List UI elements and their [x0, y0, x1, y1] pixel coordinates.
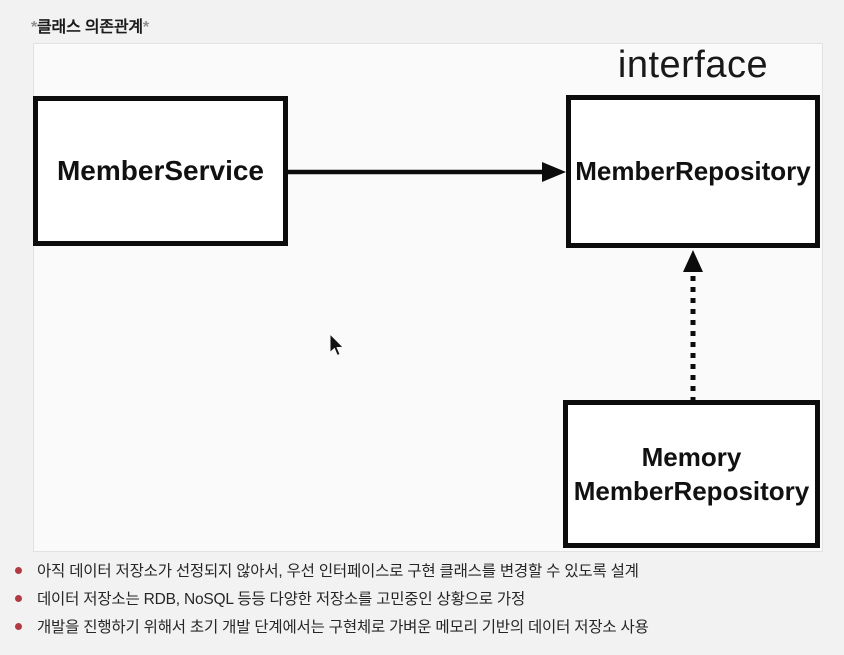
list-item: 아직 데이터 저장소가 선정되지 않아서, 우선 인터페이스로 구현 클래스를 …: [12, 556, 836, 584]
member-repository-box: MemberRepository: [566, 95, 820, 248]
notes-list: 아직 데이터 저장소가 선정되지 않아서, 우선 인터페이스로 구현 클래스를 …: [12, 556, 836, 640]
dependency-arrow: [286, 162, 566, 182]
title-asterisk-left: *: [31, 19, 38, 36]
memory-label-line1: Memory: [641, 442, 742, 472]
list-item: 개발을 진행하기 위해서 초기 개발 단계에서는 구현체로 가벼운 메모리 기반…: [12, 612, 836, 640]
interface-label: interface: [617, 44, 769, 86]
bullet-dot-icon: [15, 594, 22, 602]
mouse-cursor-icon: [329, 334, 345, 357]
note-text: 데이터 저장소는 RDB, NoSQL 등등 다양한 저장소를 고민중인 상황으…: [37, 591, 526, 608]
memory-label-line2: MemberRepository: [573, 476, 810, 506]
note-text: 아직 데이터 저장소가 선정되지 않아서, 우선 인터페이스로 구현 클래스를 …: [37, 563, 639, 580]
title-text: 클래스 의존관계: [37, 19, 143, 36]
bullet-dot-icon: [15, 622, 22, 630]
page-title: *클래스 의존관계*: [31, 13, 149, 37]
memory-member-repository-box: Memory MemberRepository: [563, 400, 820, 548]
title-asterisk-right: *: [142, 19, 149, 36]
member-repository-label: MemberRepository: [575, 156, 811, 186]
bullet-dot-icon: [15, 566, 22, 574]
implements-dotted-arrow: [683, 250, 703, 400]
note-text: 개발을 진행하기 위해서 초기 개발 단계에서는 구현체로 가벼운 메모리 기반…: [37, 619, 649, 636]
member-service-label: MemberService: [56, 155, 264, 186]
member-service-box: MemberService: [33, 96, 288, 246]
list-item: 데이터 저장소는 RDB, NoSQL 등등 다양한 저장소를 고민중인 상황으…: [12, 584, 836, 612]
memory-member-repository-label: Memory MemberRepository: [574, 440, 810, 508]
